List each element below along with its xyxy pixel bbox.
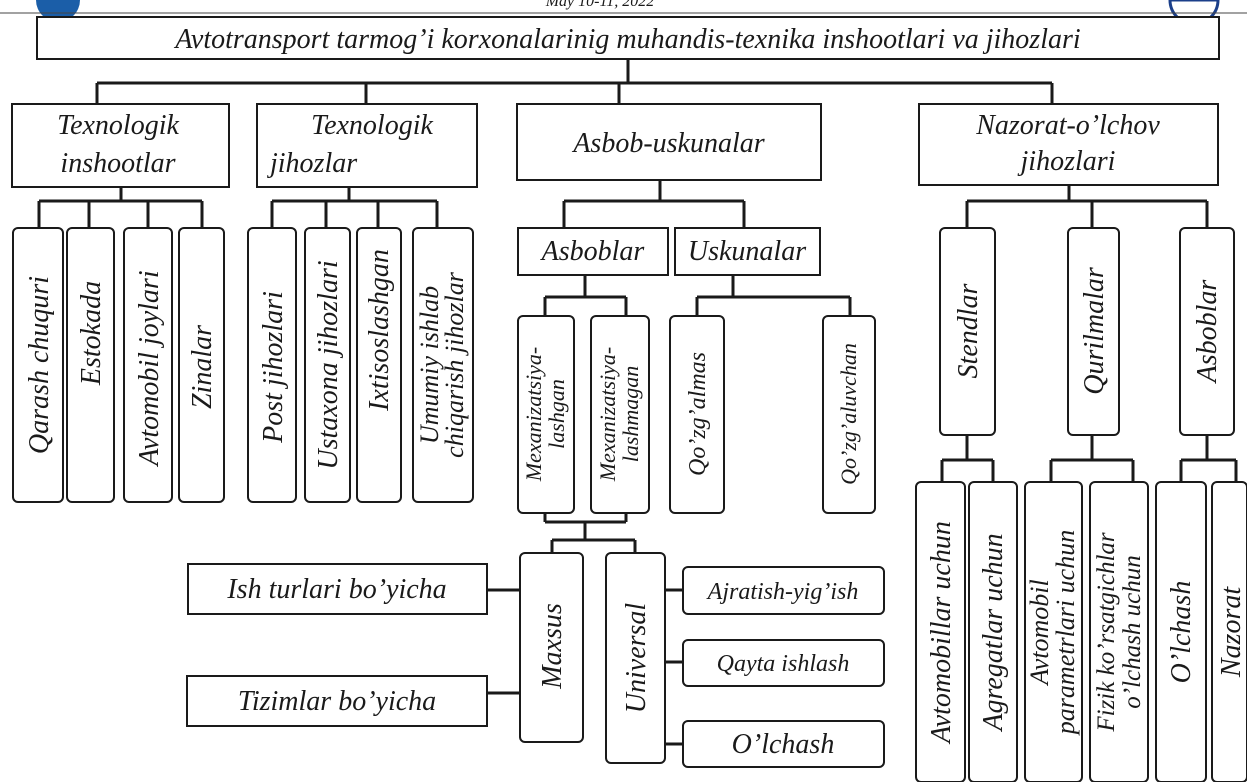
tools-non-mechanized-node: Mexanizatsiya- lashmagan [590, 315, 650, 514]
category-tech-equipment-line1: Texnologik [311, 110, 433, 141]
tech-structure-item: Qarash chuquri [12, 227, 64, 503]
tech-equipment-item-label-line1: Umumiy ishlab [415, 286, 444, 444]
tech-equipment-item-label: Post jihozlari [258, 291, 289, 444]
tech-equipment-item: Umumiy ishlab chiqarish jihozlar [412, 227, 474, 503]
tools-portable-label: Qo’zg’aluvchan [836, 343, 861, 485]
tech-structure-item-label: Avtomobil joylari [134, 270, 165, 467]
tools-by-system-node: Tizimlar bo’yicha [186, 675, 488, 727]
control-instruments-label: Asboblar [1192, 280, 1223, 385]
tech-equipment-item: Ustaxona jihozlari [304, 227, 351, 503]
control-devices-node: Qurilmalar [1067, 227, 1120, 436]
control-instruments-node: Asboblar [1179, 227, 1235, 436]
control-devices-label: Qurilmalar [1079, 267, 1110, 395]
tech-equipment-item: Ixtisoslashgan [356, 227, 402, 503]
category-tech-equipment: Texnologik jihozlar [256, 103, 478, 188]
tools-special-node: Maxsus [519, 552, 584, 743]
tools-mechanized-line1: Mexanizatsiya- [521, 347, 546, 482]
category-tech-structures: Texnologik inshootlar [11, 103, 230, 188]
category-control-line1: Nazorat-o’lchov [975, 110, 1160, 141]
tools-portable-node: Qo’zg’aluvchan [822, 315, 876, 514]
tools-fixed-node: Qo’zg’almas [669, 315, 725, 514]
tools-devices-label: Uskunalar [688, 236, 806, 267]
category-tools-label: Asbob-uskunalar [571, 128, 764, 159]
control-physical-node: Fizik ko’rsatgichlar o’lchash uchun [1089, 481, 1149, 782]
tools-mechanized-line2: lashgan [544, 379, 569, 449]
header-date: May 10-11, 2022 [545, 0, 655, 10]
control-stands-label: Stendlar [953, 283, 984, 378]
control-measure-label: O’lchash [1166, 581, 1197, 684]
control-car-params-line2: parametrlari uchun [1051, 530, 1080, 736]
category-tools: Asbob-uskunalar [516, 103, 822, 181]
tools-universal-label: Universal [621, 603, 652, 714]
tech-equipment-item-label-line2: chiqarish jihozlar [440, 271, 469, 458]
tech-structure-item-label: Zinalar [187, 325, 218, 409]
tools-by-work-node: Ish turlari bo’yicha [187, 563, 488, 615]
control-measure-node: O’lchash [1155, 481, 1207, 782]
tech-equipment-item: Post jihozlari [247, 227, 297, 503]
tools-by-work-label: Ish turlari bo’yicha [226, 574, 446, 605]
tech-equipment-item-label: Ixtisoslashgan [364, 249, 395, 412]
tech-structure-item: Zinalar [178, 227, 225, 503]
tools-assembly-node: Ajratish-yig’ish [682, 566, 885, 615]
tech-structure-item: Avtomobil joylari [123, 227, 173, 503]
control-for-aggregates-label: Agregatlar uchun [978, 533, 1009, 732]
tools-instruments-node: Asboblar [517, 227, 669, 276]
control-stands-node: Stendlar [939, 227, 996, 436]
tools-measure-node: O’lchash [682, 720, 885, 768]
tools-recycle-label: Qayta ishlash [717, 651, 850, 677]
tools-non-mechanized-line2: lashmagan [618, 366, 643, 463]
category-control-line2: jihozlari [1018, 146, 1116, 177]
tools-by-system-label: Tizimlar bo’yicha [238, 686, 436, 717]
root-node: Avtotransport tarmog’i korxonalarinig mu… [36, 16, 1220, 60]
tools-universal-node: Universal [605, 552, 666, 764]
control-physical-line1: Fizik ko’rsatgichlar [1093, 532, 1120, 733]
control-inspect-label: Nazorat [1216, 586, 1247, 678]
tools-devices-node: Uskunalar [674, 227, 821, 276]
category-tech-structures-line1: Texnologik [57, 110, 179, 141]
category-control: Nazorat-o’lchov jihozlari [918, 103, 1219, 186]
tools-non-mechanized-line1: Mexanizatsiya- [595, 347, 620, 482]
tech-equipment-item-label: Ustaxona jihozlari [313, 260, 344, 469]
tools-fixed-label: Qo’zg’almas [685, 352, 711, 476]
root-title: Avtotransport tarmog’i korxonalarinig mu… [173, 24, 1080, 55]
control-car-params-line1: Avtomobil [1025, 579, 1054, 686]
control-for-cars-node: Avtomobillar uchun [915, 481, 966, 782]
tools-assembly-label: Ajratish-yig’ish [706, 579, 859, 605]
control-for-aggregates-node: Agregatlar uchun [968, 481, 1018, 782]
tech-structure-item-label: Estokada [76, 281, 107, 386]
control-inspect-node: Nazorat [1211, 481, 1247, 782]
tools-instruments-label: Asboblar [540, 236, 645, 267]
tools-recycle-node: Qayta ishlash [682, 639, 885, 687]
tools-special-label: Maxsus [537, 603, 568, 690]
tech-structure-item: Estokada [66, 227, 115, 503]
connectors [37, 59, 1238, 746]
control-car-params-node: Avtomobil parametrlari uchun [1024, 481, 1083, 782]
tools-mechanized-node: Mexanizatsiya- lashgan [517, 315, 575, 514]
category-tech-structures-line2: inshootlar [60, 148, 175, 179]
category-tech-equipment-line2: jihozlar [267, 148, 357, 179]
control-physical-line2: o’lchash uchun [1119, 555, 1146, 708]
tools-measure-label: O’lchash [732, 729, 835, 760]
control-for-cars-label: Avtomobillar uchun [926, 521, 957, 745]
tech-structure-item-label: Qarash chuquri [24, 276, 55, 454]
